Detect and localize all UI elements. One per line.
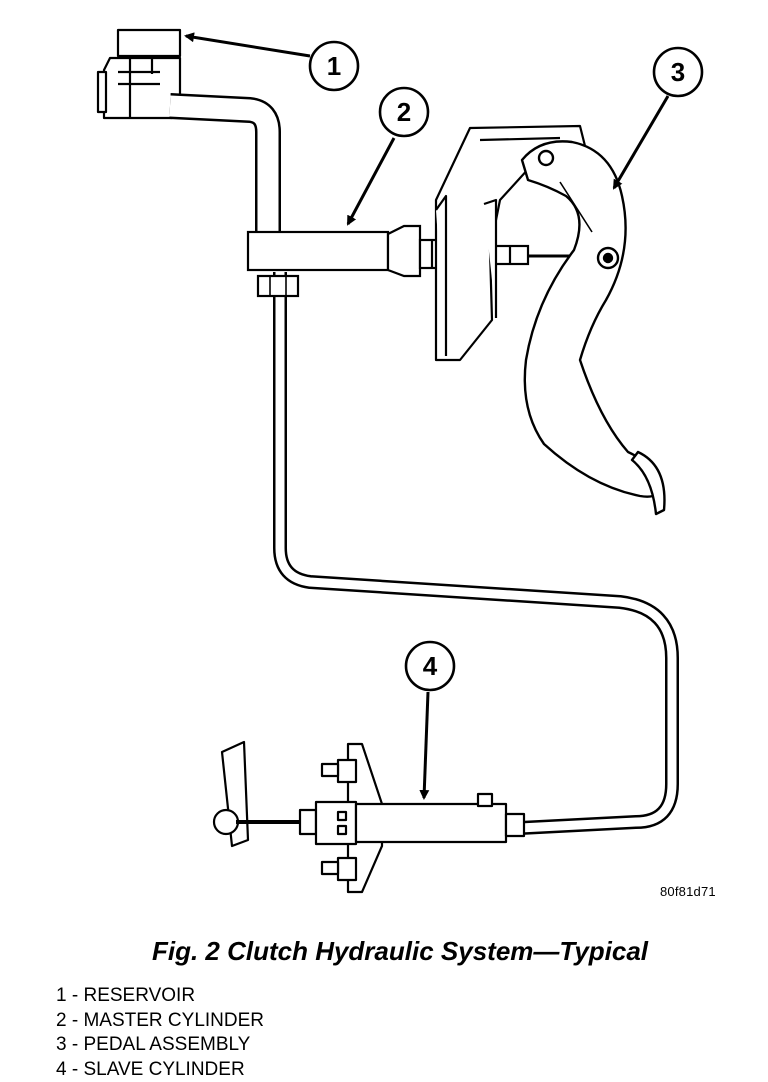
legend-item: 4 - SLAVE CYLINDER bbox=[56, 1058, 245, 1080]
callout-4: 4 bbox=[404, 640, 456, 800]
figure-code: 80f81d71 bbox=[660, 884, 716, 899]
callout-2: 2 bbox=[346, 86, 430, 226]
legend-number: 4 bbox=[56, 1058, 67, 1080]
legend-label: RESERVOIR bbox=[83, 985, 196, 1006]
reservoir bbox=[96, 28, 182, 120]
pedal-assembly bbox=[520, 140, 666, 516]
legend-item: 3 - PEDAL ASSEMBLY bbox=[56, 1034, 251, 1055]
legend: 1 - RESERVOIR 2 - MASTER CYLINDER 3 - PE… bbox=[56, 984, 264, 1082]
reservoir-hose bbox=[169, 93, 281, 232]
legend-item: 2 - MASTER CYLINDER bbox=[56, 1009, 264, 1031]
master-cylinder bbox=[246, 224, 600, 278]
callout-2-number: 2 bbox=[397, 97, 411, 127]
pedal-bracket bbox=[434, 124, 588, 362]
legend-label: MASTER CYLINDER bbox=[83, 1009, 264, 1031]
legend-number: 2 bbox=[56, 1009, 67, 1031]
legend-number: 3 bbox=[56, 1034, 67, 1055]
callout-1-number: 1 bbox=[327, 51, 341, 81]
figure-caption: Fig. 2 Clutch Hydraulic System—Typical bbox=[151, 936, 649, 966]
callout-3: 3 bbox=[612, 46, 704, 190]
hydraulic-line bbox=[256, 272, 679, 835]
callout-3-number: 3 bbox=[671, 57, 685, 87]
legend-item: 1 - RESERVOIR bbox=[56, 985, 196, 1006]
legend-label: PEDAL ASSEMBLY bbox=[83, 1034, 251, 1055]
clutch-hydraulic-diagram: 1 2 3 4 bbox=[96, 28, 704, 894]
legend-number: 1 bbox=[56, 985, 67, 1006]
legend-label: SLAVE CYLINDER bbox=[83, 1058, 245, 1080]
slave-cylinder bbox=[212, 740, 526, 894]
callout-1: 1 bbox=[184, 32, 360, 92]
callout-4-number: 4 bbox=[423, 651, 438, 681]
